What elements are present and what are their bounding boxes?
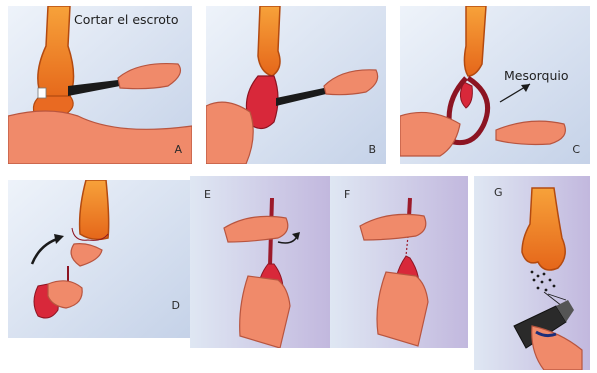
panel-e: E [190,176,330,348]
panel-a-label: A [174,143,182,156]
panel-e-illustration [190,176,330,348]
panel-c-caption: Mesorquio [504,68,569,83]
panel-d: D [8,180,190,338]
panel-a-illustration [8,6,192,164]
panel-b: B [206,6,386,164]
panel-f-illustration [330,176,468,348]
panel-f-label: F [344,188,350,201]
panel-a: Cortar el escroto A [8,6,192,164]
panel-f: F [330,176,468,348]
panel-b-label: B [368,143,376,156]
panel-e-label: E [204,188,211,201]
panel-d-illustration [8,180,190,338]
panel-c: Mesorquio C [400,6,590,164]
panel-c-illustration [400,6,590,164]
panel-g-illustration [474,176,590,370]
panel-g-label: G [494,186,503,199]
panel-d-label: D [172,299,180,312]
panel-c-label: C [572,143,580,156]
panel-g: G [474,176,590,370]
panel-a-caption: Cortar el escroto [74,12,178,27]
panel-b-illustration [206,6,386,164]
